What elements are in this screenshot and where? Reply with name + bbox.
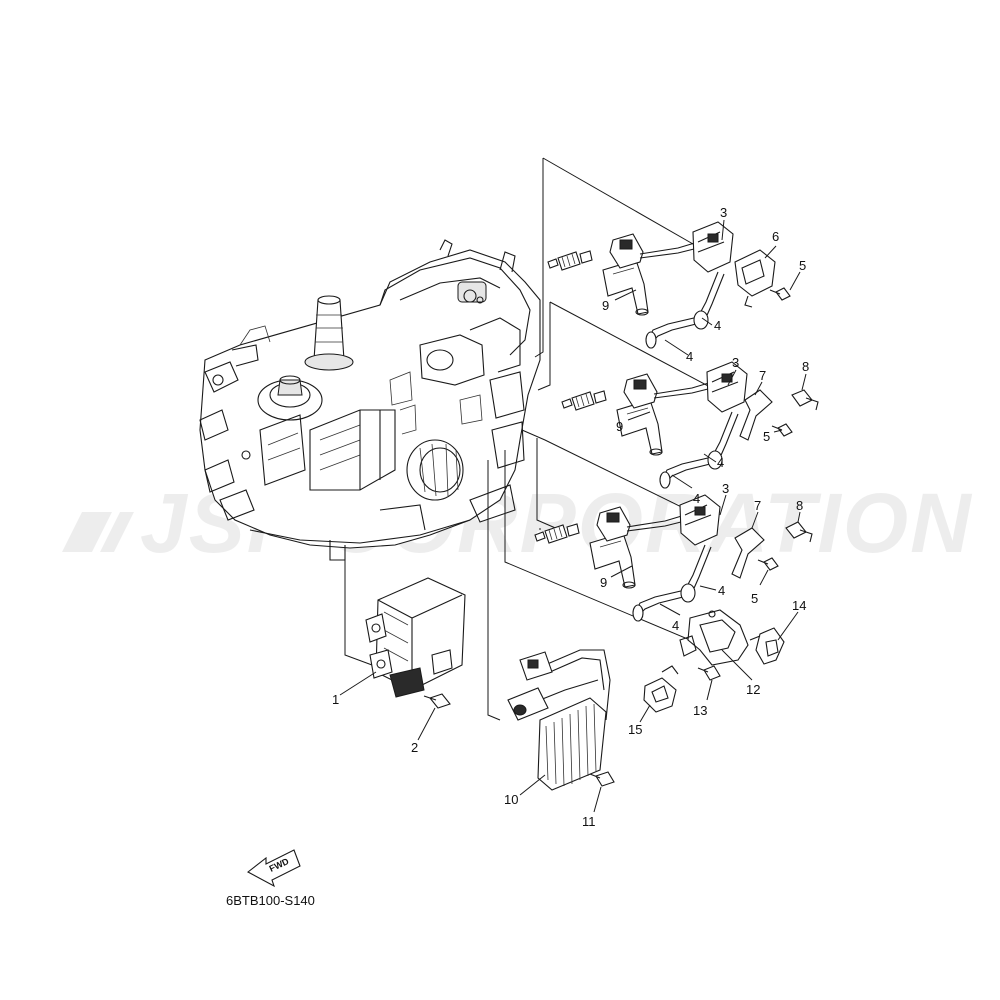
callout-1: 1 <box>332 692 339 707</box>
callout-12: 12 <box>746 682 760 697</box>
reference-lines <box>344 157 713 721</box>
callout-4: 4 <box>672 618 679 633</box>
callout-4: 4 <box>714 318 721 333</box>
callout-9: 9 <box>616 419 623 434</box>
callout-7: 7 <box>759 368 766 383</box>
callout-3: 3 <box>720 205 727 220</box>
callout-3: 3 <box>732 355 739 370</box>
callout-4: 4 <box>686 349 693 364</box>
callout-5: 5 <box>751 591 758 606</box>
callout-7: 7 <box>754 498 761 513</box>
callout-11: 11 <box>582 814 596 829</box>
callout-3: 3 <box>722 481 729 496</box>
callout-9: 9 <box>600 575 607 590</box>
wire-bracket-assembly <box>643 609 785 713</box>
engine-block <box>199 239 541 561</box>
callout-8: 8 <box>802 359 809 374</box>
sensor-parts <box>785 389 819 543</box>
forward-arrow-icon: FWD <box>246 849 301 888</box>
leader-lines <box>339 219 807 813</box>
diagram-code: 6BTB100-S140 <box>226 893 315 908</box>
ignition-set-top <box>547 221 734 349</box>
cdi-bolt-part <box>423 693 451 709</box>
rectifier-regulator-part <box>507 649 611 791</box>
callout-5: 5 <box>763 429 770 444</box>
cdi-unit-part <box>365 577 466 698</box>
bolt-parts <box>757 287 793 571</box>
callout-13: 13 <box>693 703 707 718</box>
callout-4: 4 <box>718 583 725 598</box>
rectifier-bolt-part <box>589 771 615 787</box>
callout-10: 10 <box>504 792 518 807</box>
callout-4: 4 <box>717 455 724 470</box>
callout-8: 8 <box>796 498 803 513</box>
coil-cover-part <box>734 249 776 308</box>
callout-2: 2 <box>411 740 418 755</box>
callout-5: 5 <box>799 258 806 273</box>
callout-4: 4 <box>693 491 700 506</box>
watermark: JSP CORPORATION <box>62 476 971 570</box>
callout-numbers: 3 6 5 9 4 4 3 7 8 9 4 5 4 3 7 8 9 4 5 4 … <box>332 205 809 829</box>
callout-15: 15 <box>628 722 642 737</box>
callout-14: 14 <box>792 598 806 613</box>
bracket-parts <box>731 389 773 579</box>
callout-9: 9 <box>602 298 609 313</box>
callout-6: 6 <box>772 229 779 244</box>
